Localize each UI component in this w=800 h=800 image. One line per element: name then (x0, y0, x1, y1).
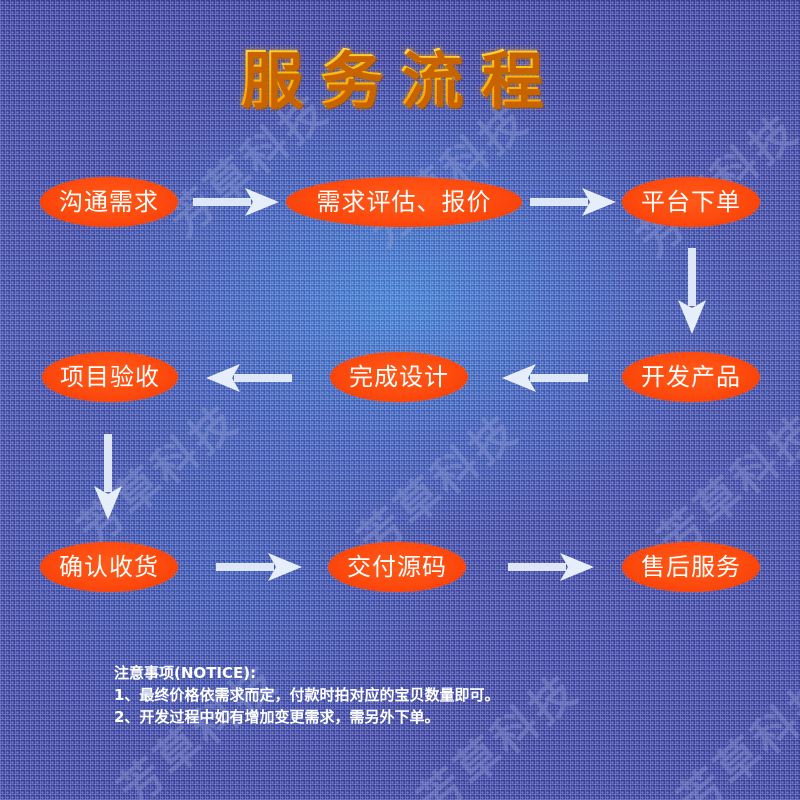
step-label: 完成设计 (349, 363, 449, 391)
step-develop-product: 开发产品 (622, 352, 760, 402)
step-communicate-requirements: 沟通需求 (40, 177, 178, 227)
step-evaluate-quote: 需求评估、报价 (286, 177, 522, 227)
page-title-shadow: 服务流程 (3, 43, 800, 123)
step-label: 交付源码 (347, 553, 447, 581)
notice-item: 2、开发过程中如有增加变更需求，需另外下单。 (114, 708, 440, 726)
step-complete-design: 完成设计 (330, 352, 468, 402)
page-title: 服务流程 (0, 40, 800, 120)
notice-heading: 注意事项(NOTICE): (114, 664, 257, 682)
step-project-acceptance: 项目验收 (42, 352, 178, 402)
arrow-icon (92, 434, 124, 520)
arrow-icon (502, 362, 588, 394)
arrow-icon (216, 551, 302, 583)
notice-block: 注意事项(NOTICE): 1、最终价格依需求而定，付款时拍对应的宝贝数量即可。… (114, 662, 499, 728)
step-deliver-source: 交付源码 (328, 542, 466, 592)
arrow-icon (676, 248, 708, 334)
step-after-sales: 售后服务 (622, 542, 760, 592)
step-label: 开发产品 (641, 363, 741, 391)
arrow-icon (206, 362, 292, 394)
step-label: 确认收货 (59, 553, 159, 581)
step-label: 项目验收 (60, 363, 160, 391)
arrow-icon (530, 186, 616, 218)
step-label: 需求评估、报价 (316, 188, 492, 216)
step-confirm-receipt: 确认收货 (40, 542, 178, 592)
step-label: 平台下单 (641, 188, 741, 216)
arrow-icon (508, 551, 594, 583)
notice-item: 1、最终价格依需求而定，付款时拍对应的宝贝数量即可。 (114, 686, 500, 704)
step-place-order: 平台下单 (622, 177, 760, 227)
arrow-icon (193, 186, 279, 218)
step-label: 售后服务 (641, 553, 741, 581)
step-label: 沟通需求 (59, 188, 159, 216)
